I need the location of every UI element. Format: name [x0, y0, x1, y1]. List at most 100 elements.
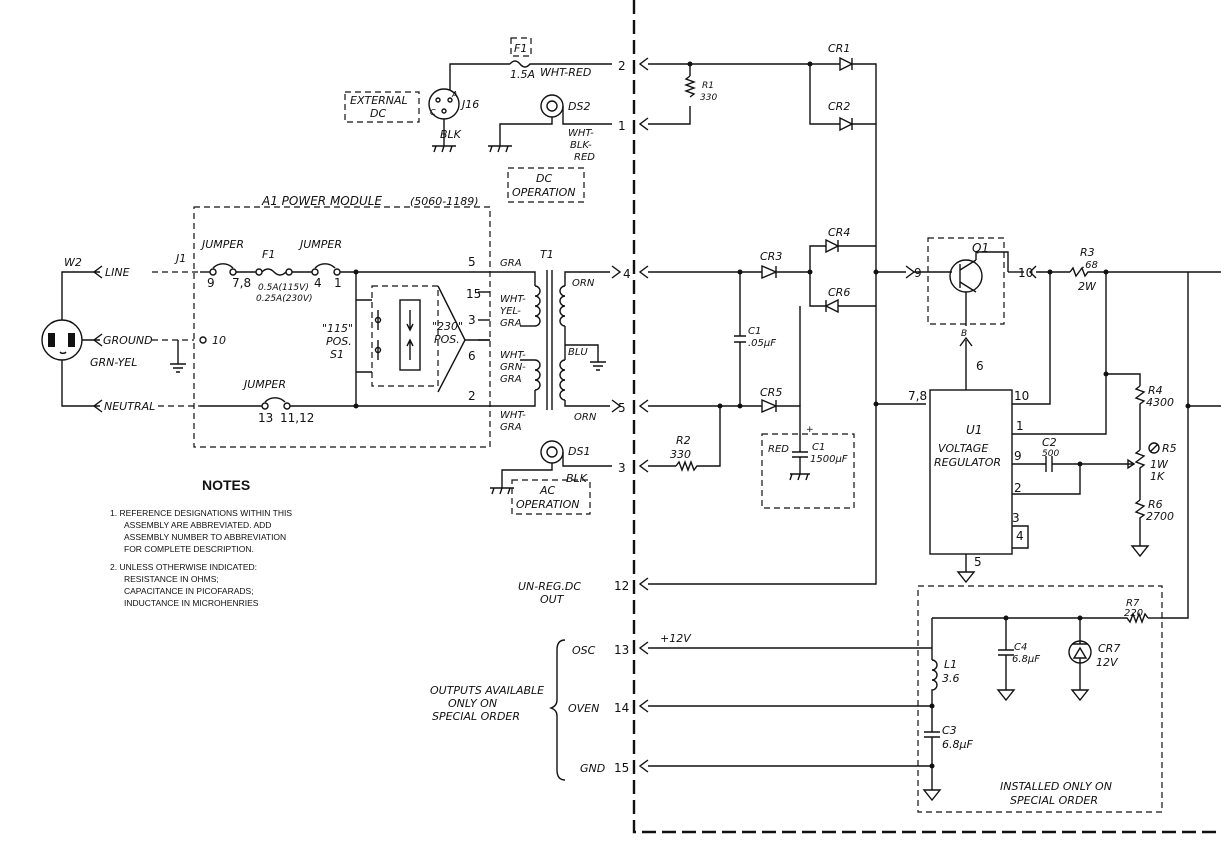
wire-wht-gra-1: WHT- [500, 410, 526, 421]
module-pin-5: 5 [468, 255, 476, 269]
module-pin-2: 2 [468, 389, 476, 403]
u1-pin3: 3 [1012, 511, 1020, 525]
q1-transistor [914, 251, 1024, 362]
diode-cr4: CR4 [828, 226, 850, 239]
l1-val: 3.6 [942, 672, 960, 685]
lamp-ds2 [488, 94, 612, 153]
outputs-avail-l1: OUTPUTS AVAILABLE [430, 684, 544, 697]
module-pin-6: 6 [468, 349, 476, 363]
wire-orn-top: ORN [572, 278, 595, 289]
outputs-avail-l2: ONLY ON [448, 697, 497, 710]
special-order-l1: INSTALLED ONLY ON [1000, 780, 1112, 793]
external-dc-jack-j16 [428, 63, 510, 153]
external-dc-box [344, 91, 420, 123]
outputs-brace [548, 639, 566, 781]
c3-val: 6.8µF [942, 738, 973, 751]
conn-pin-5: 5 [618, 401, 626, 415]
ext-fuse-wire: WHT-RED [540, 66, 591, 79]
c1a-ref: C1 [748, 326, 761, 337]
u1-l2: REGULATOR [934, 456, 1001, 469]
c3-ref: C3 [942, 724, 957, 737]
u1-voltage-regulator [929, 389, 1013, 555]
conn-pin-2: 2 [618, 59, 626, 73]
ground-pin-label: 10 [212, 334, 226, 347]
jumper-bottom-pin-a: 13 [258, 411, 273, 425]
c1-electrolytic-box [761, 433, 855, 509]
switch-pos115: "115" [322, 322, 353, 335]
notes-title: NOTES [202, 477, 250, 493]
ext-fuse-ref: F1 [514, 42, 527, 55]
c1b-ref: C1 [812, 442, 825, 453]
cord-ref: W2 [64, 256, 82, 269]
module-part: (5060-1189) [410, 195, 479, 208]
wire-wht-yel-3: GRA [500, 318, 522, 329]
module-fuse-rating2: 0.25A(230V) [256, 294, 313, 304]
module-line-path [200, 263, 490, 276]
u1-l1: VOLTAGE [938, 442, 988, 455]
u1-pin10: 10 [1014, 389, 1029, 403]
c1-electrolytic [789, 420, 810, 481]
note-1d: FOR COMPLETE DESCRIPTION. [124, 544, 254, 554]
conn-pin-4: 4 [623, 267, 631, 281]
output-rail-junction [1185, 403, 1191, 409]
output-osc: OSC [572, 644, 596, 657]
u1-pin9: 9 [1014, 449, 1022, 463]
wire-wht-grn-2: GRN- [500, 362, 526, 373]
diode-cr6: CR6 [828, 286, 850, 299]
conn-pin-3: 3 [618, 461, 626, 475]
module-neutral-path [200, 397, 490, 410]
external-dc-label2: DC [370, 107, 386, 120]
diode-cr2: CR2 [828, 100, 850, 113]
jumper-top-left-pin-a: 9 [207, 276, 215, 290]
output-gnd: GND [580, 762, 605, 775]
wire-wht-grn-3: GRA [500, 374, 522, 385]
ds2-ref: DS2 [568, 100, 590, 113]
c2-ref: C2 [1042, 436, 1057, 449]
c2-val: 500 [1042, 449, 1059, 459]
r3-resistor [1012, 265, 1221, 435]
dc-operation-l2: OPERATION [512, 186, 575, 199]
wire-wht-yel-2: YEL- [500, 306, 521, 317]
neutral-label: NEUTRAL [104, 400, 155, 413]
module-fuse-ref: F1 [262, 248, 275, 261]
switch-pos230: "230" [432, 320, 463, 333]
output-oven: OVEN [568, 702, 599, 715]
j16-blk: BLK [440, 128, 462, 141]
c4-val: 6.8µF [1012, 654, 1040, 665]
dc-operation-box [507, 167, 585, 203]
u1-pin1: 1 [1016, 419, 1024, 433]
wire-gra: GRA [500, 258, 522, 269]
switch-ref: S1 [330, 348, 344, 361]
ds1-blk: BLK [566, 472, 588, 485]
switch-pos230-label: POS. [434, 333, 460, 346]
chassis-ground-icon [170, 363, 186, 373]
r4-val: 4300 [1146, 396, 1174, 409]
cr7-ref: CR7 [1098, 642, 1120, 655]
jumper-top-right-label: JUMPER [298, 238, 342, 251]
grnyel-label: GRN-YEL [90, 356, 137, 369]
right-rail [1160, 272, 1189, 619]
r7-val: 220 [1124, 608, 1143, 619]
jumper-bottom-pin-b: 11,12 [280, 411, 314, 425]
unreg-dc-l2: OUT [540, 593, 565, 606]
jumper-top-left-pin-b: 7,8 [232, 276, 251, 290]
r1-val: 330 [700, 93, 717, 103]
wire-wht-yel-1: WHT- [500, 294, 526, 305]
lamp-ds1 [490, 440, 612, 495]
u1-pin4: 4 [1016, 529, 1024, 543]
ds2-wire-2: BLK- [570, 140, 592, 151]
u1-ref: U1 [966, 423, 982, 437]
external-dc-label1: EXTERNAL [350, 94, 408, 107]
r3-val2: 2W [1078, 280, 1097, 293]
r1-ref: R1 [702, 81, 714, 91]
r4-ref: R4 [1148, 384, 1163, 397]
r6-ref: R6 [1148, 498, 1163, 511]
connector-arrows [611, 57, 649, 773]
transformer-t1 [520, 270, 610, 410]
r5-ref: R5 [1162, 442, 1177, 455]
diode-cr5: CR5 [760, 386, 782, 399]
u1-pin2: 2 [1014, 481, 1022, 495]
ac-operation-box [511, 479, 591, 515]
switch-pos115-label: POS. [326, 335, 352, 348]
note-2a: 2. UNLESS OTHERWISE INDICATED: [110, 562, 257, 572]
